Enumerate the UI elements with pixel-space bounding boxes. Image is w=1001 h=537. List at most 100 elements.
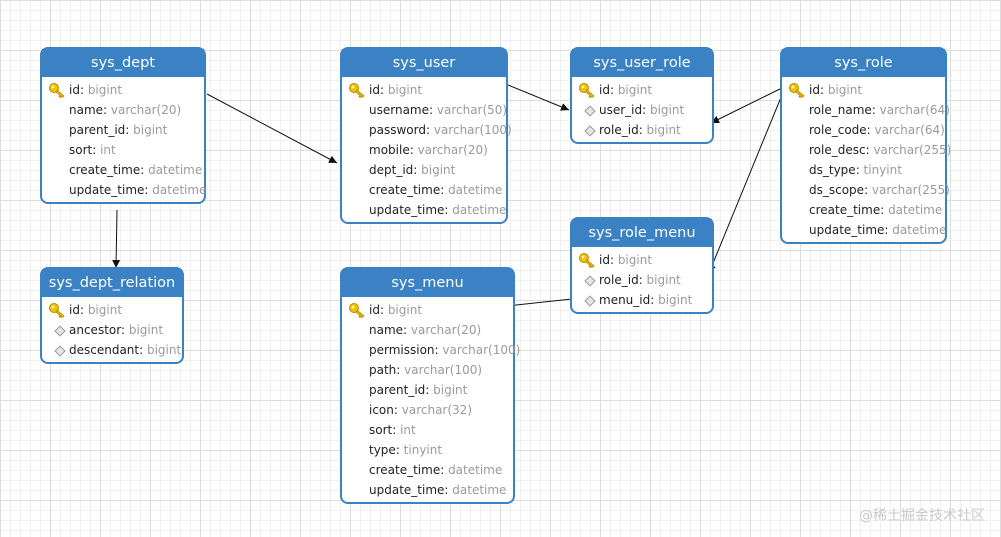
key-icon bbox=[578, 82, 596, 99]
field-name: password bbox=[369, 123, 426, 137]
field-label: password: varchar(100) bbox=[369, 123, 512, 137]
field-name: sort bbox=[369, 423, 393, 437]
field-row[interactable]: user_id: bigint bbox=[572, 100, 712, 120]
field-type: bigint bbox=[133, 123, 168, 137]
field-row[interactable]: role_id: bigint bbox=[572, 270, 712, 290]
field-label: permission: varchar(100) bbox=[369, 343, 521, 357]
field-row[interactable]: id: bigint bbox=[42, 80, 204, 100]
field-row[interactable]: password: varchar(100) bbox=[342, 120, 512, 140]
field-label: username: varchar(50) bbox=[369, 103, 508, 117]
field-row[interactable]: menu_id: bigint bbox=[572, 290, 712, 310]
field-row[interactable]: parent_id: bigint bbox=[342, 380, 513, 400]
field-name: sort bbox=[69, 143, 93, 157]
field-row[interactable]: name: varchar(20) bbox=[342, 320, 513, 340]
field-name: id bbox=[599, 83, 610, 97]
field-row[interactable]: id: bigint bbox=[572, 80, 712, 100]
entity-title: sys_role bbox=[782, 49, 945, 77]
field-name: dept_id bbox=[369, 163, 414, 177]
field-label: descendant: bigint bbox=[69, 343, 182, 357]
field-row[interactable]: type: tinyint bbox=[342, 440, 513, 460]
field-name: role_name bbox=[809, 103, 872, 117]
field-row[interactable]: descendant: bigint bbox=[42, 340, 182, 360]
relation-sys-dept-to-sys-dept-relation bbox=[112, 209, 121, 269]
field-row[interactable]: dept_id: bigint bbox=[342, 160, 506, 180]
field-row[interactable]: id: bigint bbox=[342, 300, 513, 320]
key-icon bbox=[348, 302, 366, 319]
field-type: bigint bbox=[646, 123, 681, 137]
field-name: name bbox=[369, 323, 404, 337]
watermark: @稀土掘金技术社区 bbox=[859, 508, 985, 524]
relation-sys-role-to-sys-user-role bbox=[710, 85, 787, 124]
field-label: update_time: datetime bbox=[809, 223, 947, 237]
field-row[interactable]: create_time: datetime bbox=[342, 180, 506, 200]
field-name: parent_id bbox=[369, 383, 426, 397]
field-row[interactable]: role_desc: varchar(255) bbox=[782, 140, 951, 160]
field-row[interactable]: id: bigint bbox=[572, 250, 712, 270]
entity-title: sys_role_menu bbox=[572, 219, 712, 247]
field-row[interactable]: sort: int bbox=[342, 420, 513, 440]
field-row[interactable]: id: bigint bbox=[782, 80, 945, 100]
field-type: varchar(50) bbox=[436, 103, 508, 117]
field-row[interactable]: create_time: datetime bbox=[782, 200, 945, 220]
field-type: bigint bbox=[649, 103, 685, 117]
key-icon bbox=[48, 82, 66, 99]
field-label: menu_id: bigint bbox=[599, 293, 693, 307]
field-name: create_time bbox=[809, 203, 881, 217]
field-label: parent_id: bigint bbox=[69, 123, 168, 137]
field-row[interactable]: update_time: datetime bbox=[342, 480, 513, 500]
field-row[interactable]: ds_type: tinyint bbox=[782, 160, 945, 180]
field-type: bigint bbox=[827, 83, 863, 97]
field-row[interactable]: icon: varchar(32) bbox=[342, 400, 513, 420]
field-row[interactable]: ancestor: bigint bbox=[42, 320, 182, 340]
entity-title: sys_user bbox=[342, 49, 506, 77]
field-name: update_time bbox=[69, 183, 145, 197]
field-row[interactable]: sort: int bbox=[42, 140, 204, 160]
field-label: dept_id: bigint bbox=[369, 163, 456, 177]
field-type: datetime bbox=[152, 183, 207, 197]
entity-sys-user[interactable]: sys_user id: bigint username: varchar(50) p… bbox=[340, 47, 512, 224]
field-row[interactable]: role_id: bigint bbox=[572, 120, 712, 140]
field-row[interactable]: update_time: datetime bbox=[342, 200, 506, 220]
field-row[interactable]: id: bigint bbox=[42, 300, 182, 320]
field-row[interactable]: ds_scope: varchar(255) bbox=[782, 180, 950, 200]
field-name: ds_type bbox=[809, 163, 856, 177]
field-label: update_time: datetime bbox=[369, 483, 507, 497]
field-name: role_desc bbox=[809, 143, 866, 157]
field-row[interactable]: id: bigint bbox=[342, 80, 506, 100]
field-row[interactable]: role_name: varchar(64) bbox=[782, 100, 950, 120]
field-type: varchar(20) bbox=[417, 143, 488, 157]
relation-sys-role-to-sys-role-menu bbox=[708, 89, 785, 274]
field-type: bigint bbox=[387, 83, 423, 97]
field-row[interactable]: create_time: datetime bbox=[42, 160, 204, 180]
field-type: varchar(100) bbox=[433, 123, 512, 137]
field-row[interactable]: path: varchar(100) bbox=[342, 360, 513, 380]
field-name: id bbox=[369, 303, 380, 317]
field-row[interactable]: name: varchar(20) bbox=[42, 100, 204, 120]
field-row[interactable]: create_time: datetime bbox=[342, 460, 513, 480]
field-row[interactable]: username: varchar(50) bbox=[342, 100, 508, 120]
field-name: id bbox=[809, 83, 820, 97]
diamond-icon bbox=[584, 275, 596, 287]
field-type: int bbox=[400, 423, 416, 437]
field-label: role_desc: varchar(255) bbox=[809, 143, 952, 157]
field-label: type: tinyint bbox=[369, 443, 443, 457]
field-name: create_time bbox=[69, 163, 141, 177]
field-row[interactable]: permission: varchar(100) bbox=[342, 340, 520, 360]
field-row[interactable]: parent_id: bigint bbox=[42, 120, 204, 140]
field-row[interactable]: update_time: datetime bbox=[782, 220, 947, 240]
field-row[interactable]: mobile: varchar(20) bbox=[342, 140, 506, 160]
field-row[interactable]: update_time: datetime bbox=[42, 180, 207, 200]
field-type: varchar(255) bbox=[871, 183, 950, 197]
relation-sys-user-to-sys-user-role bbox=[507, 84, 570, 111]
field-row[interactable]: role_code: varchar(64) bbox=[782, 120, 945, 140]
